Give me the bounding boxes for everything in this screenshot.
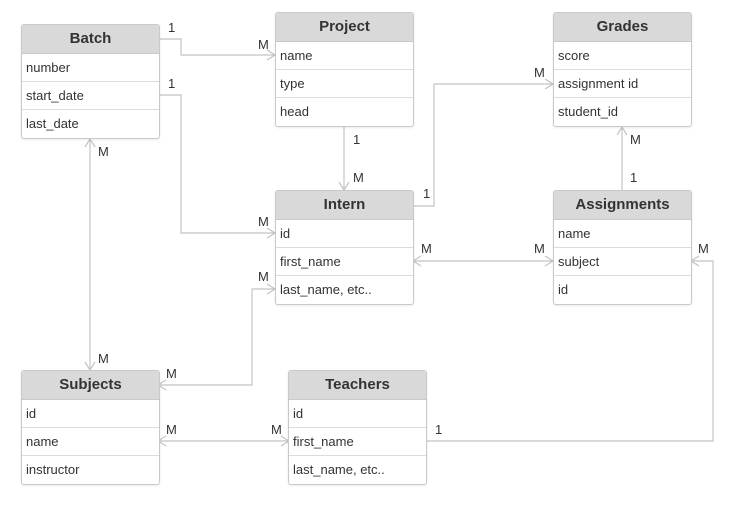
entity-subjects-field[interactable]: name [22,428,159,456]
cardinality-subjects-teachers-to: M [271,422,282,437]
entity-project-field[interactable]: name [276,42,413,70]
cardinality-assignments-teachers-from: M [698,241,709,256]
connector-batch-project[interactable] [158,38,275,56]
entity-subjects-field[interactable]: instructor [26,462,80,477]
entity-assignments-field[interactable]: id [558,282,569,297]
entity-assignments[interactable]: Assignments name subject id [553,190,692,305]
entity-project-field[interactable]: type [276,70,413,98]
entity-assignments-field[interactable]: name [554,220,691,248]
cardinality-project-intern-to: M [353,170,364,185]
entity-assignments-field[interactable]: subject [554,248,691,276]
connector-intern-subjects[interactable] [158,288,275,386]
entity-grades-title: Grades [554,13,691,42]
crowfoot-grades-assignments [616,125,628,136]
cardinality-intern-grades-from: 1 [423,186,430,201]
entity-subjects-title: Subjects [22,371,159,400]
entity-grades-field[interactable]: assignment id [554,70,691,98]
entity-project[interactable]: Project name type head [275,12,414,127]
entity-assignments-title: Assignments [554,191,691,220]
cardinality-intern-assignments-from: M [421,241,432,256]
cardinality-grades-assignments-to: 1 [630,170,637,185]
entity-grades[interactable]: Grades score assignment id student_id [553,12,692,127]
cardinality-batch-project-to: M [258,37,269,52]
entity-batch-title: Batch [22,25,159,54]
connector-intern-grades[interactable] [413,83,553,207]
cardinality-batch-subjects-to: M [98,351,109,366]
entity-project-field[interactable]: head [280,104,309,119]
entity-intern[interactable]: Intern id first_name last_name, etc.. [275,190,414,305]
cardinality-project-intern-from: 1 [353,132,360,147]
entity-intern-field[interactable]: first_name [276,248,413,276]
entity-intern-field[interactable]: id [276,220,413,248]
entity-subjects-field[interactable]: id [22,400,159,428]
entity-teachers-title: Teachers [289,371,426,400]
entity-grades-field[interactable]: score [554,42,691,70]
entity-grades-field[interactable]: student_id [558,104,618,119]
entity-teachers-field[interactable]: last_name, etc.. [293,462,385,477]
entity-teachers-field[interactable]: first_name [289,428,426,456]
cardinality-intern-subjects-to: M [166,366,177,381]
cardinality-batch-project-from: 1 [168,20,175,35]
entity-batch[interactable]: Batch number start_date last_date [21,24,160,139]
cardinality-intern-subjects-from: M [258,269,269,284]
cardinality-intern-assignments-to: M [534,241,545,256]
cardinality-intern-grades-to: M [534,65,545,80]
entity-subjects[interactable]: Subjects id name instructor [21,370,160,485]
cardinality-batch-intern-from: 1 [168,76,175,91]
cardinality-subjects-teachers-from: M [166,422,177,437]
connector-assignments-teachers[interactable] [426,260,714,442]
entity-teachers[interactable]: Teachers id first_name last_name, etc.. [288,370,427,485]
cardinality-batch-subjects-from: M [98,144,109,159]
entity-batch-field[interactable]: last_date [26,116,79,131]
entity-intern-title: Intern [276,191,413,220]
entity-project-title: Project [276,13,413,42]
entity-teachers-field[interactable]: id [289,400,426,428]
connector-batch-intern[interactable] [158,94,275,234]
cardinality-grades-assignments-from: M [630,132,641,147]
entity-batch-field[interactable]: number [22,54,159,82]
cardinality-assignments-teachers-to: 1 [435,422,442,437]
entity-batch-field[interactable]: start_date [22,82,159,110]
crowfoot-batch-subjects [84,137,96,148]
entity-intern-field[interactable]: last_name, etc.. [280,282,372,297]
cardinality-batch-intern-to: M [258,214,269,229]
